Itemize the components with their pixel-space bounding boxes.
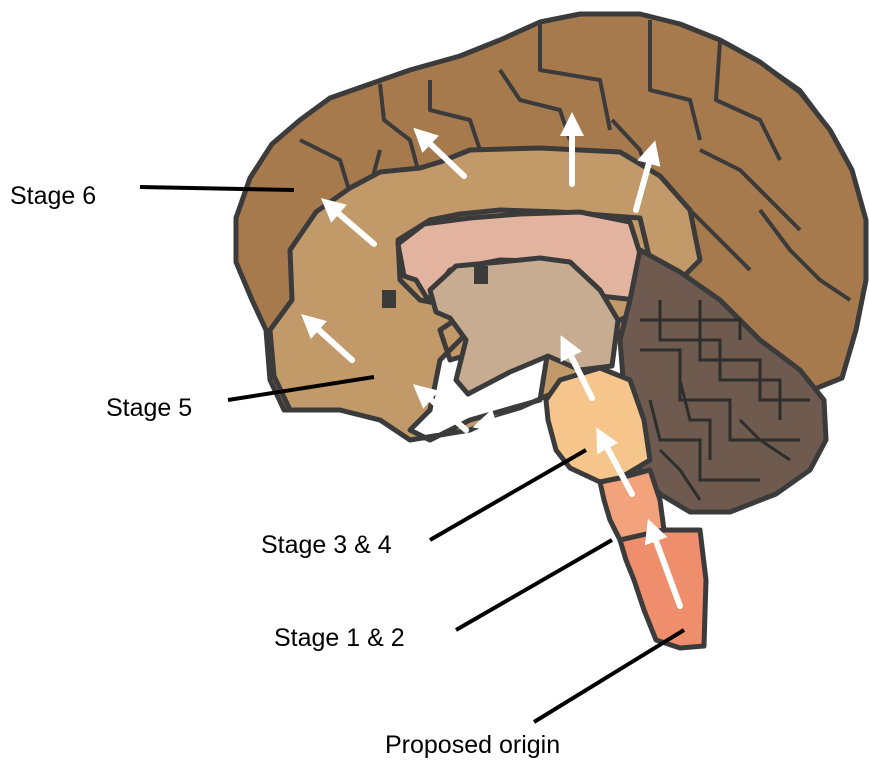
stage6-label: Stage 6 xyxy=(10,184,96,209)
stage34-label: Stage 3 & 4 xyxy=(261,533,392,558)
leader-origin xyxy=(534,630,684,722)
ventricle-mark xyxy=(474,266,488,284)
stage5-label: Stage 5 xyxy=(106,396,192,421)
ventricle-mark-2 xyxy=(382,290,396,308)
leader-stage12 xyxy=(456,540,612,630)
origin-label: Proposed origin xyxy=(385,733,560,758)
stage12-label: Stage 1 & 2 xyxy=(274,626,405,651)
medulla-region xyxy=(620,530,706,648)
leader-stage34 xyxy=(430,450,586,540)
